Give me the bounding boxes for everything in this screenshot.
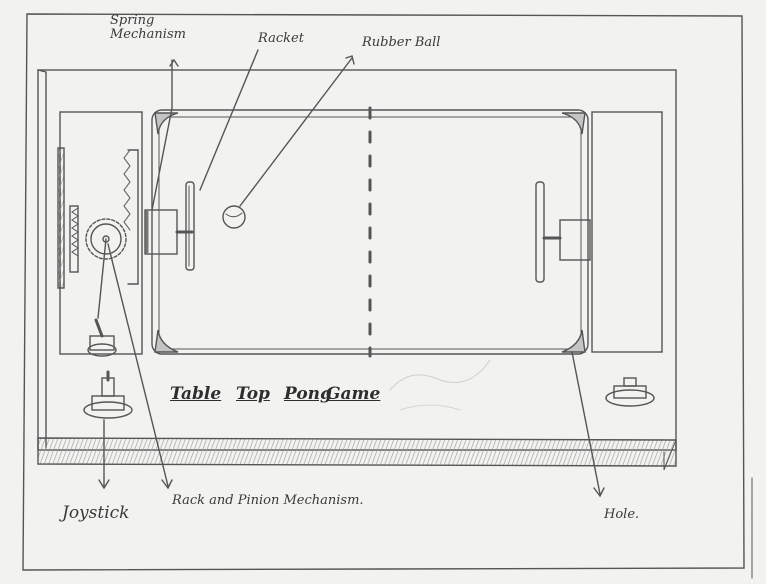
joystick-base [84, 372, 132, 418]
right-control [606, 378, 654, 406]
hole-leader [572, 352, 604, 496]
table-base [38, 438, 676, 466]
outer-frame [23, 14, 744, 570]
spring-leader [152, 60, 178, 210]
left-spring-block [145, 210, 177, 254]
title-word-1: Table [170, 384, 221, 404]
corner-pocket [155, 113, 178, 134]
label-spring-line2: Mechanism [110, 28, 186, 42]
label-spring-mechanism: Spring Mechanism [110, 14, 186, 42]
left-panel [60, 112, 142, 354]
title-word-2: Top [236, 384, 270, 404]
label-racket: Racket [258, 32, 304, 46]
title-word-4: Game [326, 384, 380, 404]
rack [128, 150, 138, 284]
label-hole: Hole. [604, 508, 639, 522]
label-rack-pinion: Rack and Pinion Mechanism. [172, 494, 364, 508]
label-spring-line1: Spring [110, 14, 186, 28]
ball-leader [240, 56, 354, 206]
label-joystick: Joystick [62, 506, 129, 520]
racket-leader [200, 50, 258, 190]
label-rubber-ball: Rubber Ball [362, 36, 440, 50]
left-racket [186, 182, 194, 270]
joystick-upper [88, 320, 116, 356]
right-racket [536, 182, 544, 282]
right-panel [592, 112, 662, 352]
title-word-3: Pong [284, 384, 332, 404]
table-left-side [38, 70, 46, 448]
right-spring-block [560, 220, 590, 260]
